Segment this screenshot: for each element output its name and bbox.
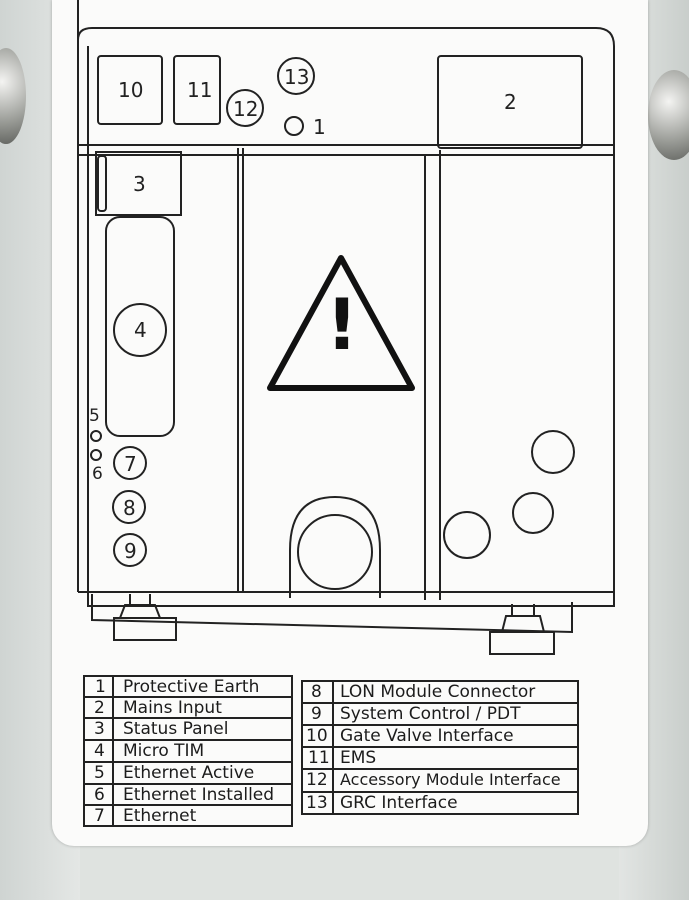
callout-13-label: 13 bbox=[284, 65, 310, 89]
legend-num: 12 bbox=[306, 770, 328, 790]
callout-10-label: 10 bbox=[118, 78, 144, 102]
legend-num: 9 bbox=[311, 704, 322, 724]
callout-7-label: 7 bbox=[124, 452, 137, 476]
legend-label: GRC Interface bbox=[340, 793, 458, 813]
right-port-top-icon bbox=[531, 430, 575, 474]
base-plate bbox=[91, 594, 573, 634]
legend-num: 13 bbox=[306, 793, 328, 813]
foot-right-icon bbox=[489, 604, 555, 655]
warning-exclamation-icon: ! bbox=[326, 284, 358, 366]
legend-label: Accessory Module Interface bbox=[340, 770, 561, 789]
legend-label: Gate Valve Interface bbox=[340, 726, 514, 746]
protective-earth-point-icon bbox=[284, 116, 304, 136]
callout-6-label: 6 bbox=[92, 464, 103, 484]
callout-9-circle bbox=[113, 533, 147, 567]
right-port-left-icon bbox=[443, 511, 491, 559]
callout-12-circle bbox=[226, 89, 264, 127]
equipment-label-plate bbox=[52, 0, 648, 846]
legend-label: Ethernet Installed bbox=[123, 785, 275, 805]
legend-label: LON Module Connector bbox=[340, 682, 536, 702]
legend-num: 3 bbox=[94, 719, 105, 739]
device-outline bbox=[77, 0, 615, 607]
legend-label: EMS bbox=[340, 748, 377, 768]
callout-7-circle bbox=[113, 446, 147, 480]
callout-13-circle bbox=[277, 57, 315, 95]
callout-8-circle bbox=[112, 490, 146, 524]
legend-label: Ethernet bbox=[123, 806, 197, 826]
legend-num: 8 bbox=[311, 682, 322, 702]
connector-2-box bbox=[437, 55, 583, 149]
callout-8-label: 8 bbox=[123, 496, 136, 520]
legend-num: 4 bbox=[94, 741, 105, 761]
status-panel-slot bbox=[97, 155, 107, 212]
legend-num: 2 bbox=[94, 698, 105, 718]
foot-left-icon bbox=[113, 594, 177, 641]
ethernet-installed-led-icon bbox=[90, 449, 102, 461]
micro-tim-slot bbox=[105, 216, 175, 437]
connector-10-box bbox=[97, 55, 163, 125]
legend-num: 7 bbox=[94, 806, 105, 826]
connector-11-box bbox=[173, 55, 221, 125]
status-panel-box bbox=[95, 151, 182, 216]
callout-4-label: 4 bbox=[134, 318, 147, 342]
legend-label: Ethernet Active bbox=[123, 763, 255, 783]
warning-triangle-icon bbox=[267, 255, 415, 391]
legend-num: 5 bbox=[94, 763, 105, 783]
legend-num: 1 bbox=[95, 677, 106, 697]
callout-11-label: 11 bbox=[187, 78, 213, 102]
legend-num: 11 bbox=[308, 748, 330, 768]
callout-2-label: 2 bbox=[504, 90, 517, 114]
bolt-right-icon bbox=[648, 70, 689, 160]
legend-num: 10 bbox=[306, 726, 328, 746]
legend-label: Micro TIM bbox=[123, 741, 205, 761]
right-port-middle-icon bbox=[512, 492, 554, 534]
ethernet-active-led-icon bbox=[90, 430, 102, 442]
legend-num: 6 bbox=[94, 785, 105, 805]
center-port-icon bbox=[297, 514, 373, 590]
callout-4-circle bbox=[113, 303, 167, 357]
callout-9-label: 9 bbox=[124, 539, 137, 563]
callout-3-label: 3 bbox=[133, 172, 146, 196]
callout-12-label: 12 bbox=[233, 97, 259, 121]
callout-5-label: 5 bbox=[89, 406, 100, 426]
center-port-arch bbox=[289, 495, 381, 598]
legend-label: System Control / PDT bbox=[340, 704, 521, 724]
legend-label: Protective Earth bbox=[123, 677, 260, 697]
legend-table-left bbox=[83, 675, 293, 827]
legend-label: Status Panel bbox=[123, 719, 229, 739]
legend-label: Mains Input bbox=[123, 698, 222, 718]
callout-1-label: 1 bbox=[313, 115, 326, 139]
